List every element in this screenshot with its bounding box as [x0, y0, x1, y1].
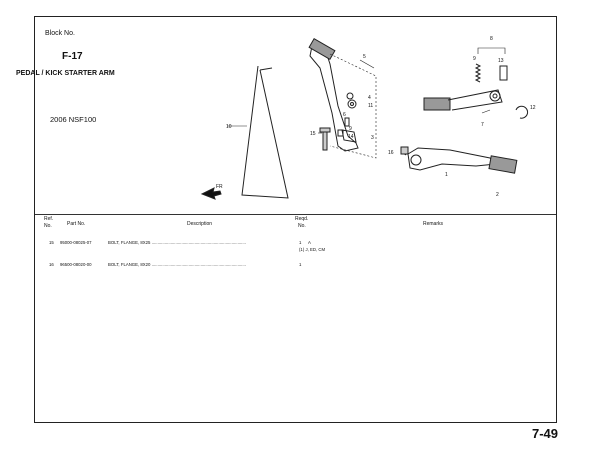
callout-4: 4	[368, 95, 371, 101]
direction-label: FR	[216, 184, 223, 190]
callout-11: 11	[368, 103, 373, 109]
part-1-pedal	[407, 147, 498, 171]
header-description: Description	[187, 221, 213, 227]
header-part-no: Part No.	[67, 221, 86, 227]
parts-catalog-frame	[34, 16, 557, 423]
callout-3: 3	[371, 135, 374, 141]
part-7-pedal-rubber	[423, 97, 451, 111]
row-16-desc: BOLT, FLANGE, 8X20 .....................…	[108, 262, 246, 267]
exploded-parts-diagram: 5 8 9 13 4 11 6 9 14 3 15 10 12 7 16 1 2…	[200, 36, 536, 200]
block-label: Block No.	[45, 30, 75, 37]
header-reqd-no: No.	[298, 223, 306, 229]
part-15-bolt	[322, 129, 328, 151]
header-ref: Ref.	[44, 216, 54, 222]
callout-15: 15	[310, 131, 316, 137]
callout-8: 8	[490, 36, 493, 42]
callout-9: 9	[473, 56, 476, 62]
row-16-ref: 16	[49, 262, 54, 267]
section-title: PEDAL / KICK STARTER ARM	[16, 70, 115, 77]
callout-6: 6	[343, 112, 346, 118]
header-ref-no: No.	[44, 223, 52, 229]
callout-7: 7	[481, 122, 484, 128]
page-number: 7-49	[531, 426, 558, 441]
row-16-part: 96500-08020-00	[60, 262, 92, 267]
part-10-stand	[241, 65, 289, 199]
table-divider	[35, 214, 556, 215]
row-15-part: 95000-08025-07	[60, 240, 92, 245]
row-16-qty: 1	[299, 262, 302, 267]
part-11-seal	[347, 99, 357, 109]
row-15-qty: 1	[299, 240, 302, 245]
callout-13: 13	[498, 58, 504, 64]
part-6-pin	[344, 117, 350, 127]
callout-16: 16	[388, 150, 394, 156]
callout-12: 12	[530, 105, 536, 111]
callout-14: 14	[348, 134, 354, 140]
header-remarks: Remarks	[423, 221, 444, 227]
callout-9b: 9	[349, 126, 352, 132]
callout-5: 5	[363, 54, 366, 60]
row-15-sub: (1) J, ED, CM	[299, 247, 326, 252]
block-code: F-17	[62, 51, 83, 62]
part-5-kick-arm	[309, 45, 359, 152]
part-9-spring	[474, 63, 482, 83]
model-label: 2006 NSF100	[50, 115, 97, 124]
part-13-collar	[499, 65, 508, 81]
header-reqd: Reqd.	[295, 216, 309, 222]
part-16-bolt	[400, 146, 409, 155]
row-15-desc: BOLT, FLANGE, 8X25 .....................…	[108, 240, 246, 245]
part-4-washer	[346, 92, 354, 100]
direction-arrow	[200, 187, 222, 200]
callout-2: 2	[496, 192, 499, 198]
part-12-clip	[515, 105, 529, 119]
callout-1: 1	[445, 172, 448, 178]
callout-10: 10	[226, 124, 232, 130]
row-15-note: A	[308, 240, 311, 245]
row-15-ref: 15	[49, 240, 54, 245]
